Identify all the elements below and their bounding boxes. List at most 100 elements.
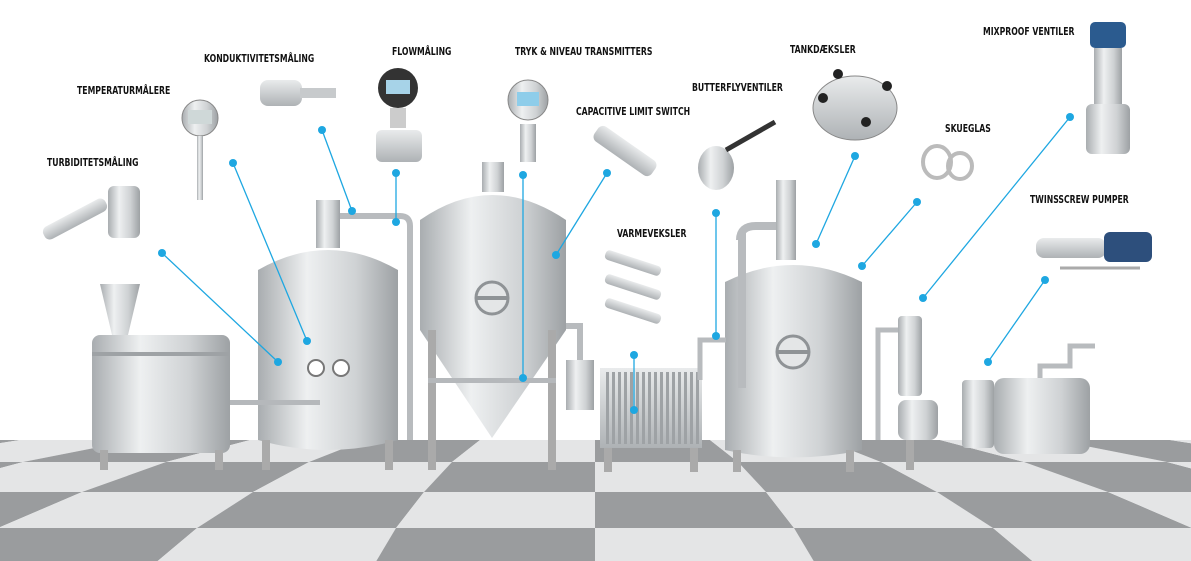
label-turbidity: TURBIDITETSMÅLING	[47, 157, 139, 169]
tank-cover-picture	[812, 69, 898, 141]
turbidity-sensor-picture	[42, 186, 140, 240]
callout-line	[987, 279, 1046, 363]
sight-glass-picture	[921, 144, 974, 181]
callout-dot	[392, 218, 400, 226]
floor-tile	[993, 528, 1191, 561]
callout-dot	[318, 126, 326, 134]
plate	[654, 372, 657, 444]
floor-tile	[1170, 440, 1191, 444]
label-sight-glass: SKUEGLAS	[945, 123, 991, 135]
callout-dot	[913, 198, 921, 206]
floor-tile	[881, 462, 1108, 492]
callout-dot	[519, 374, 527, 382]
floor-tile	[1167, 462, 1191, 469]
checkered-floor	[0, 440, 1191, 561]
callout-dot	[851, 152, 859, 160]
thermometer-picture	[181, 99, 219, 200]
callout-lines	[158, 113, 1074, 414]
label-mixproof-valves: MIXPROOF VENTILER	[983, 26, 1075, 38]
tank-1	[230, 200, 413, 470]
floor-tile	[825, 440, 1024, 462]
plate	[690, 372, 693, 444]
pressure-transmitter-picture	[507, 79, 549, 162]
callout-dot	[274, 358, 282, 366]
floor-tile	[595, 528, 814, 561]
callout-dot	[1066, 113, 1074, 121]
plate	[624, 372, 627, 444]
plate	[684, 372, 687, 444]
floor-tile	[82, 462, 309, 492]
callout-dot	[712, 332, 720, 340]
pump-assembly	[875, 316, 1095, 470]
label-capacitive-switch: CAPACITIVE LIMIT SWITCH	[576, 106, 691, 118]
plate	[606, 372, 609, 444]
floor-tile	[396, 492, 595, 528]
floor-tile	[0, 462, 166, 492]
floor-tile	[595, 492, 794, 528]
floor-tile	[197, 492, 424, 528]
capacitive-switch-picture	[593, 125, 657, 177]
floor-tile	[452, 440, 595, 462]
plate	[642, 372, 645, 444]
callout-line	[861, 201, 918, 267]
callout-dot	[603, 169, 611, 177]
floor-tile	[157, 528, 396, 561]
floor-tile	[1024, 462, 1191, 492]
plate	[678, 372, 681, 444]
callout-dot	[1041, 276, 1049, 284]
callout-line	[555, 172, 608, 256]
callout-dot	[984, 358, 992, 366]
callout-line	[815, 155, 856, 245]
label-twinscrew-pumps: TWINSSCREW PUMPER	[1030, 194, 1129, 206]
floor-tile	[0, 492, 82, 528]
callout-dot	[552, 251, 560, 259]
mixproof-valve-picture	[1086, 22, 1130, 154]
label-temperature: TEMPERATURMÅLERE	[77, 85, 171, 97]
label-butterfly-valves: BUTTERFLYVENTILER	[692, 82, 783, 94]
floor-tile	[376, 528, 595, 561]
floor-tile	[0, 528, 197, 561]
label-flow: FLOWMÅLING	[392, 46, 452, 58]
floor-tile	[0, 492, 253, 528]
plate	[672, 372, 675, 444]
floor-tile	[738, 462, 937, 492]
floor-tile	[253, 462, 452, 492]
label-conductivity: KONDUKTIVITETSMÅLING	[204, 53, 315, 65]
floor-tile	[424, 462, 595, 492]
callout-dot	[392, 169, 400, 177]
floor-tile	[1108, 492, 1191, 528]
callout-dot	[303, 337, 311, 345]
callout-line	[321, 129, 353, 212]
plate-heat-exchanger	[600, 368, 702, 472]
callout-dot	[630, 351, 638, 359]
callout-dot	[858, 262, 866, 270]
butterfly-valve-picture	[698, 119, 777, 190]
callout-line	[922, 116, 1071, 299]
conductivity-sensor-picture	[260, 80, 336, 106]
floor-tile	[0, 440, 20, 444]
plate	[696, 372, 699, 444]
heat-exchanger-tubes-picture	[604, 250, 662, 324]
twinscrew-pump-picture	[1036, 232, 1152, 270]
callout-dot	[812, 240, 820, 248]
callout-dot	[158, 249, 166, 257]
callout-line	[161, 252, 279, 363]
plate	[666, 372, 669, 444]
label-tank-covers: TANKDÆKSLER	[790, 44, 856, 56]
floor-tile	[0, 462, 23, 469]
conical-tank	[420, 162, 594, 470]
callout-line	[232, 162, 308, 342]
plate	[648, 372, 651, 444]
callout-dot	[229, 159, 237, 167]
floor-tile	[766, 492, 993, 528]
plate	[660, 372, 663, 444]
hopper-tank	[92, 284, 230, 470]
label-pressure-level: TRYK & NIVEAU TRANSMITTERS	[515, 46, 653, 58]
callout-dot	[348, 207, 356, 215]
flow-meter-picture	[376, 68, 422, 162]
callout-dot	[630, 406, 638, 414]
plate	[636, 372, 639, 444]
plate	[618, 372, 621, 444]
